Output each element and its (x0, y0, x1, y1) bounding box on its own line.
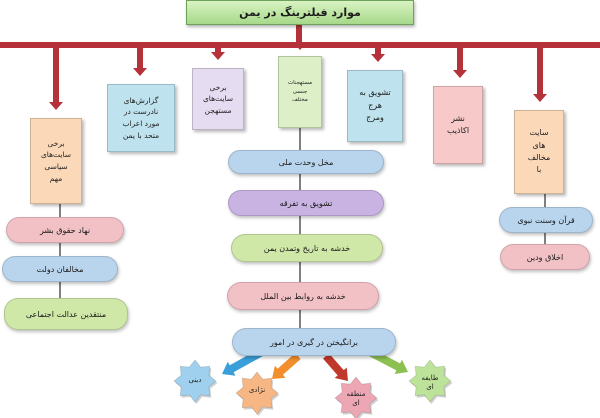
stem-arrow-1 (133, 68, 147, 76)
star-label-regional: منطقه ای (346, 390, 366, 408)
pill-ethics-religion: اخلاق ودین (500, 244, 590, 270)
stem-4 (375, 47, 381, 56)
stem-1 (137, 47, 143, 70)
pill-division: تشویق به تفرقه (228, 190, 384, 216)
stem-0 (53, 47, 59, 104)
star-label-sectarian: طایفه ای (421, 374, 439, 392)
stem-6 (537, 47, 543, 96)
stem-arrow-0 (49, 102, 63, 110)
pill-social-justice-critics: منتقدین عدالت اجتماعی (4, 298, 128, 330)
title-stem (296, 24, 302, 44)
box-lies: نشر اکاذیب (433, 86, 483, 164)
stem-arrow-3 (293, 42, 307, 50)
box-sexual-content: مستهجنات جنسی مختلف (278, 56, 322, 128)
pill-provoking-conflict: برانگیختن در گیری در امور (232, 328, 396, 356)
box-false-reports: گزارش‌های نادرست در مورد اعراب متحد با ی… (107, 84, 175, 152)
pill-history-civilization: خدشه به تاریخ وتمدن یمن (231, 234, 383, 262)
pill-human-rights: نهاد حقوق بشر (6, 217, 124, 243)
star-religious (173, 359, 217, 403)
pill-national-unity: مخل وحدت ملی (228, 150, 384, 174)
stem-arrow-5 (453, 70, 467, 78)
star-regional (334, 376, 378, 418)
arrow-to-racial (272, 353, 301, 379)
star-label-religious: دینی (188, 376, 202, 384)
stem-5 (457, 47, 463, 72)
diagram-title: موارد فیلترینگ در یمن (186, 0, 414, 25)
pill-quran-sunnah: قرآن وسنت نبوی (499, 207, 593, 233)
stem-2 (215, 47, 221, 54)
box-chaos: تشویق به هرج ومرج (347, 70, 403, 142)
stem-arrow-2 (211, 52, 225, 60)
star-racial (235, 371, 279, 415)
box-political-sites: برخی سایت‌های سیاسی مهم (30, 118, 82, 204)
pill-government-opponents: مخالفان دولت (2, 256, 118, 282)
box-obscene-sites: برخی سایت‌های مستهجن (192, 68, 244, 130)
box-opposing-sites: سایت های مخالف با (514, 110, 564, 194)
stem-arrow-4 (371, 54, 385, 62)
stem-arrow-6 (533, 94, 547, 102)
star-label-racial: نژادی (248, 386, 266, 394)
star-sectarian (408, 359, 452, 403)
arrow-to-regional (323, 353, 348, 381)
pill-international-relations: خدشه به روابط بین الملل (227, 282, 379, 310)
